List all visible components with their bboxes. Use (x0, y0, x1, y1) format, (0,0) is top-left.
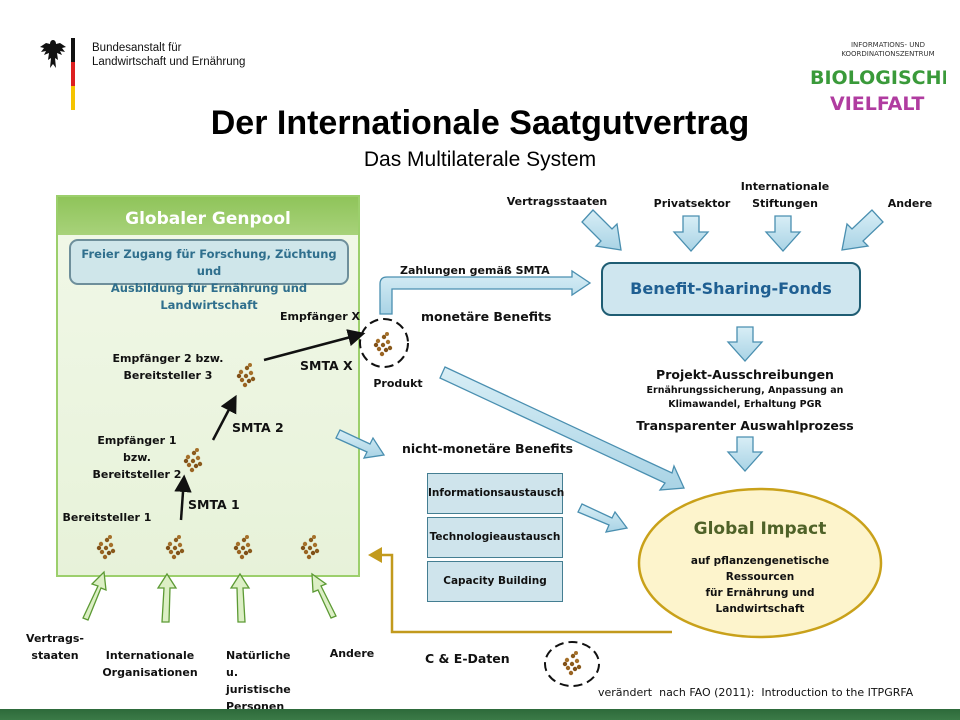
fund-down-arrow (726, 326, 764, 362)
label-empfaenger-2: Empfänger 2 bzw.Bereitsteller 3 (112, 352, 224, 382)
selection-down-arrow (726, 436, 764, 472)
diagonal-arrow-impact (439, 366, 685, 491)
label-monetaere-benefits: monetäre Benefits (421, 309, 552, 324)
label-projekt-ausschreibungen: Projekt-Ausschreibungen (656, 367, 834, 382)
input-arrow-privatsektor (672, 215, 710, 252)
label-bottom-vertragsstaaten: Vertrags-staaten (26, 632, 84, 662)
label-produkt: Produkt (373, 377, 423, 390)
label-empfaenger-x: Empfänger X (280, 310, 360, 323)
label-smta-1: SMTA 1 (188, 497, 240, 512)
label-empfaenger-1: Empfänger 1 bzw.Bereitsteller 2 (92, 434, 182, 481)
up-arrow-andere (311, 572, 337, 619)
seed-cluster-ce (562, 651, 582, 676)
payment-arrow (379, 269, 592, 315)
smta1-arrow (174, 474, 192, 521)
up-arrow-vertragsstaaten (82, 570, 107, 621)
global-impact-ellipse (637, 487, 883, 639)
label-smta-x: SMTA X (300, 358, 353, 373)
seed-cluster-1 (96, 535, 116, 560)
label-nicht-monetaere-benefits: nicht-monetäre Benefits (402, 441, 574, 456)
label-top-andere: Andere (887, 197, 933, 210)
product-dashed-circle (359, 318, 409, 368)
logo-word-1: BIOLOGISCHE (810, 67, 946, 89)
box-informationsaustausch: Informationsaustausch (427, 473, 564, 514)
bottom-green-bar (0, 709, 960, 720)
seed-cluster-product (373, 332, 393, 357)
source-credit: verändert nach FAO (2011): Introduction … (598, 686, 914, 699)
label-top-privatsektor: Privatsektor (653, 197, 731, 210)
nonmonetary-arrow (335, 429, 386, 459)
smtax-arrow (263, 329, 366, 362)
up-arrow-personen (229, 572, 251, 623)
label-bereitsteller-1: Bereitsteller 1 (62, 511, 152, 524)
input-arrow-vertragsstaaten (581, 209, 622, 251)
input-arrow-andere (841, 209, 884, 251)
infozentrum-label: INFORMATIONS- UND KOORDINATIONSZENTRUM (841, 41, 935, 58)
seed-cluster-2 (165, 535, 185, 560)
label-zahlungen: Zahlungen gemäß SMTA (400, 264, 550, 277)
boxes-to-impact-arrow (577, 503, 629, 533)
ce-dashed-circle (544, 641, 600, 687)
benefit-sharing-fund-box: Benefit-Sharing-Fonds (601, 262, 861, 316)
label-top-vertragsstaaten: Vertragsstaaten (506, 195, 608, 208)
return-line (380, 553, 672, 634)
label-auswahlprozess: Transparenter Auswahlprozess (636, 418, 854, 433)
box-technologieaustausch: Technologieaustausch (427, 517, 563, 558)
box-capacity-building: Capacity Building (427, 561, 563, 602)
page-title: Der Internationale Saatgutvertrag (210, 104, 750, 142)
page-subtitle: Das Multilaterale System (363, 148, 597, 171)
input-arrow-stiftungen (764, 215, 802, 252)
label-smta-2: SMTA 2 (232, 420, 284, 435)
return-arrowhead (368, 547, 382, 563)
seed-cluster-empf2 (236, 363, 256, 388)
global-impact-title: Global Impact (693, 519, 827, 539)
up-arrow-organisationen (156, 572, 178, 623)
smta2-arrow (211, 394, 237, 441)
label-bottom-andere: Andere (329, 647, 375, 660)
biologische-vielfalt-logo: BIOLOGISCHE VIELFALT (810, 67, 946, 115)
free-access-box: Freier Zugang für Forschung, Züchtung un… (69, 239, 349, 312)
seed-cluster-4 (300, 535, 320, 560)
federal-eagle-icon (40, 40, 66, 68)
seed-cluster-3 (233, 535, 253, 560)
ministry-name: Bundesanstalt für Landwirtschaft und Ern… (92, 42, 246, 68)
logo-word-2: VIELFALT (830, 93, 924, 115)
german-flag-stripe (71, 38, 75, 110)
label-ce-daten: C & E-Daten (425, 651, 510, 666)
genpool-title: Globaler Genpool (58, 197, 358, 235)
